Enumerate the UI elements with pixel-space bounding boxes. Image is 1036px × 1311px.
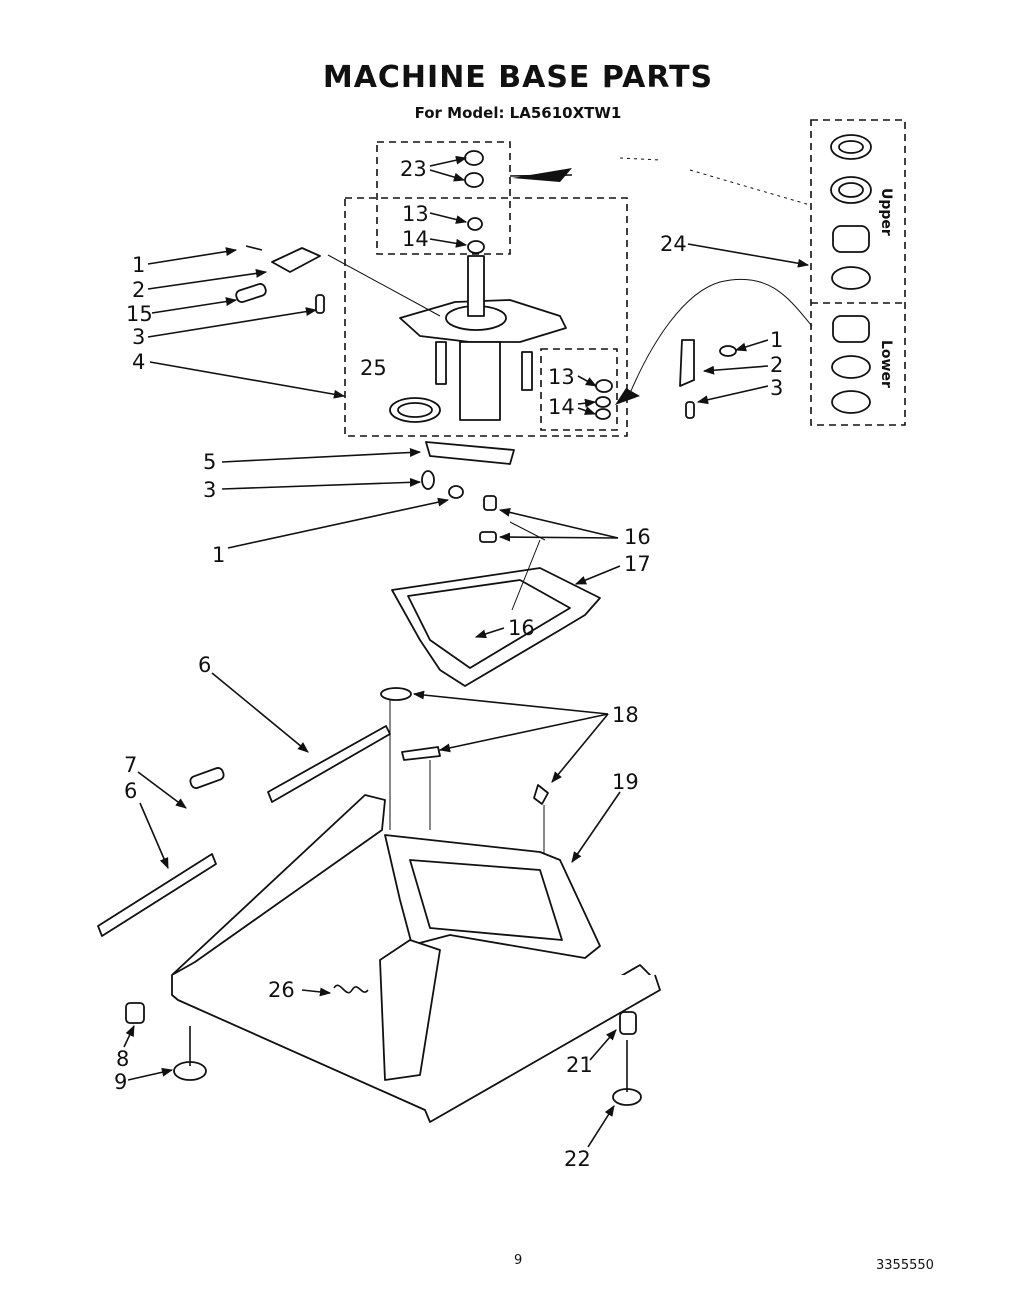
page-number: 9 [514,1253,523,1268]
box-bearing-top [376,141,511,255]
callout-16-lower: 16 [508,616,535,640]
callout-7: 7 [124,753,137,777]
box-bearing-kit [810,119,906,426]
callout-5: 5 [203,450,216,474]
label-lower: Lower [878,340,894,388]
callout-22: 22 [564,1147,591,1171]
callout-3-lower: 3 [203,478,216,502]
callout-14-right: 14 [548,395,575,419]
rail-6-upper [267,725,391,803]
lower-bearing-set [831,315,871,414]
callout-21: 21 [566,1053,593,1077]
callout-16: 16 [624,525,651,549]
callout-1-right: 1 [770,328,783,352]
dotted-leader-24 [619,157,811,206]
callout-17: 17 [624,552,651,576]
callout-18: 18 [612,703,639,727]
bracket-2 [271,247,321,273]
model-subtitle: For Model: LA5610XTW1 [414,104,622,122]
callout-19: 19 [612,770,639,794]
bracket-right-2 [679,339,695,387]
callout-13: 13 [402,202,429,226]
upper-bearing-set [830,134,872,290]
callout-3: 3 [132,325,145,349]
callout-23: 23 [400,157,427,181]
callout-1: 1 [132,253,145,277]
gearcase-assembly [399,150,567,421]
callout-3-right: 3 [770,376,783,400]
page-title: MACHINE BASE PARTS [322,60,714,95]
rail-6-lower [97,853,217,937]
foot-bushing-21 [619,1011,637,1035]
spring-15 [235,283,267,303]
bracket-5 [425,441,515,465]
foot-pad-8 [125,1002,145,1024]
machine-base-19 [171,794,661,1123]
box-gearcase [344,197,628,437]
callout-26: 26 [268,978,295,1002]
callout-14: 14 [402,227,429,251]
label-upper: Upper [878,188,894,236]
callout-24: 24 [660,232,687,256]
callout-2: 2 [132,278,145,302]
callout-4: 4 [132,350,145,374]
callout-6: 6 [198,653,211,677]
callout-1-lower: 1 [212,543,225,567]
kit-curved-arrow [627,278,813,399]
callout-2-right: 2 [770,353,783,377]
callout-6-lower: 6 [124,779,137,803]
clip-26 [333,984,369,994]
small-bearings-13-14 [595,379,613,420]
document-code: 3355550 [876,1258,934,1273]
callout-25: 25 [360,356,387,380]
callout-13-right: 13 [548,365,575,389]
callout-9: 9 [114,1070,127,1094]
callout-15: 15 [126,302,153,326]
callout-8: 8 [116,1047,129,1071]
box-bearing-side [540,348,618,431]
